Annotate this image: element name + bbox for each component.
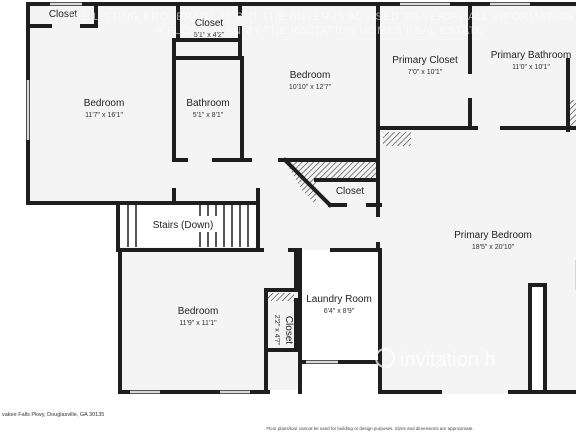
room-dims: 18'5" x 20'10" [472, 244, 515, 251]
room-name: Primary Bathroom [491, 50, 572, 61]
room-name: Closet [49, 9, 78, 20]
room-label-bedroom-sw: Bedroom 11'9" x 11'1" [178, 306, 219, 327]
room-name: Bedroom [84, 98, 125, 109]
room-dims: 11'0" x 10'1" [512, 64, 550, 71]
room-label-primary-bedroom: Primary Bedroom 18'5" x 20'10" [454, 230, 532, 251]
room-label-laundry: Laundry Room 6'4" x 8'9" [306, 294, 372, 315]
room-label-closet-top: Closet 5'1" x 4'2" [194, 18, 225, 39]
room-dims: 11'7" x 16'1" [85, 112, 123, 119]
room-label-stairs: Stairs (Down) [148, 216, 218, 232]
room-dims: 5'1" x 8'1" [193, 112, 224, 119]
room-dims: 11'9" x 11'1" [179, 320, 217, 327]
room-dims: 6'4" x 8'9" [324, 308, 355, 315]
room-label-closet-small: Closet 2'2" x 4'7" [273, 315, 294, 346]
room-label-primary-bathroom: Primary Bathroom 11'0" x 10'1" [491, 50, 572, 71]
footer: vakee Falls Pkwy, Douglasville, GA 30135… [2, 412, 474, 431]
room-name: Closet [195, 18, 224, 29]
watermark: THE LISTING BROKERAGE IS BUT THE BUYER I… [66, 11, 574, 371]
room-name: Closet [283, 316, 294, 345]
room-name: Stairs (Down) [153, 220, 214, 231]
footer-disclaimer: Floor plans/tour cannot be used for buil… [266, 426, 473, 431]
room-name: Laundry Room [306, 294, 372, 305]
windows [26, 2, 576, 394]
room-label-primary-closet: Primary Closet 7'0" x 10'1" [392, 55, 458, 76]
watermark-line-2: A FLOOR PLAN BY THE INVITATION HOMES REA… [156, 25, 484, 37]
watermark-line-1: THE LISTING BROKERAGE IS BUT THE BUYER I… [66, 11, 574, 23]
room-name: Primary Bedroom [454, 230, 532, 241]
room-name: Primary Closet [392, 55, 458, 66]
hatched-fixtures [268, 100, 576, 301]
room-label-bedroom-center: Bedroom 10'10" x 12'7" [289, 70, 332, 91]
watermark-logo-icon [375, 348, 395, 368]
room-name: Bathroom [186, 98, 229, 109]
room-name: Bedroom [290, 70, 331, 81]
room-dims: 2'2" x 4'7" [273, 315, 280, 346]
room-dims: 5'1" x 4'2" [194, 32, 225, 39]
room-dims: 10'10" x 12'7" [289, 84, 332, 91]
room-label-bathroom: Bathroom 5'1" x 8'1" [186, 98, 229, 119]
floor-area [28, 4, 576, 394]
room-label-closet-top-left: Closet [49, 9, 78, 20]
room-name: Closet [336, 186, 365, 197]
watermark-logo: invitation h [400, 349, 496, 371]
room-label-closet-mid: Closet [336, 186, 365, 197]
footer-address: vakee Falls Pkwy, Douglasville, GA 30135 [2, 412, 104, 418]
room-label-bedroom-nw: Bedroom 11'7" x 16'1" [84, 98, 125, 119]
room-dims: 7'0" x 10'1" [408, 69, 443, 76]
walls [26, 2, 576, 394]
room-name: Bedroom [178, 306, 219, 317]
